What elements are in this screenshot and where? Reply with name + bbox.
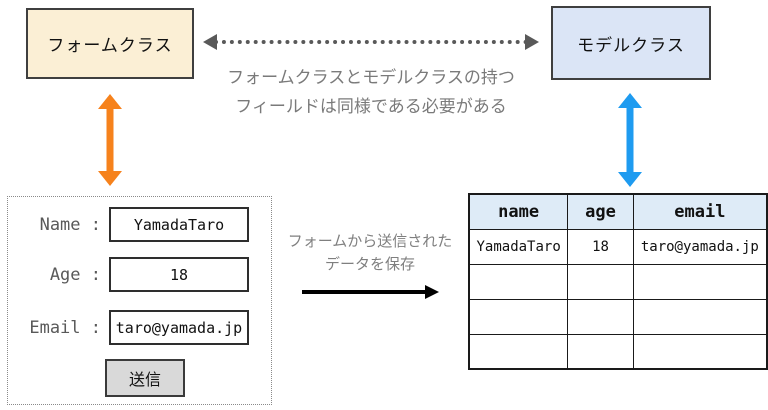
form-field-row-name: Name : [20,207,265,242]
name-input[interactable] [109,207,249,242]
arrowhead-left-icon [203,34,217,50]
model-table-double-arrow-icon [617,93,643,187]
table-row [468,263,768,300]
table-cell [567,333,634,370]
arrowhead-down-icon [618,172,642,187]
table-cell [567,298,634,335]
arrow-shaft [626,105,634,175]
arrowhead-right-icon [525,34,539,50]
arrowhead-up-icon [618,93,642,108]
save-note-line1: フォームから送信された [287,232,453,250]
table-row [468,333,768,370]
form-field-row-email: Email : [20,310,265,345]
table-header-email: email [632,193,768,230]
table-cell [632,333,768,370]
arrow-shaft [302,290,428,294]
table-header-age: age [567,193,634,230]
form-class-box: フォームクラス [26,8,194,79]
model-class-label: モデルクラス [577,35,685,56]
table-cell: taro@yamada.jp [632,228,768,265]
table-row: YamadaTaro 18 taro@yamada.jp [468,228,768,265]
form-instance-double-arrow-icon [97,94,123,186]
form-mock-panel: Name : Age : Email : 送信 [7,196,272,405]
arrowhead-right-icon [425,285,439,299]
class-relation-dotted-double-arrow-icon [203,34,539,50]
model-class-box: モデルクラス [551,6,711,80]
arrowhead-up-icon [98,94,122,109]
relation-note-line1: フォームクラスとモデルクラスの持つ [227,68,515,88]
dotted-shaft [214,40,528,44]
email-input[interactable] [109,310,249,345]
table-cell: 18 [567,228,634,265]
table-cell: YamadaTaro [468,228,569,265]
table-cell [468,263,569,300]
save-data-arrow-icon [302,285,439,299]
table-header-row: name age email [468,193,768,230]
submit-button[interactable]: 送信 [105,359,185,397]
table-cell [632,298,768,335]
model-table: name age email YamadaTaro 18 taro@yamada… [468,193,768,370]
table-cell [468,298,569,335]
table-cell [567,263,634,300]
name-field-label: Name : [39,214,101,235]
arrow-shaft [106,106,114,174]
form-class-label: フォームクラス [47,36,173,56]
table-cell [632,263,768,300]
relation-note: フォームクラスとモデルクラスの持つ フィールドは同様である必要がある [190,64,552,122]
relation-note-line2: フィールドは同様である必要がある [235,97,507,117]
table-header-name: name [468,193,569,230]
age-field-label: Age : [49,264,101,285]
save-note-line2: データを保存 [324,255,415,273]
form-field-row-age: Age : [20,257,265,292]
arrowhead-down-icon [98,171,122,186]
table-row [468,298,768,335]
email-field-label: Email : [29,317,101,338]
table-cell [468,333,569,370]
age-input[interactable] [109,257,249,292]
save-note: フォームから送信された データを保存 [278,230,462,276]
